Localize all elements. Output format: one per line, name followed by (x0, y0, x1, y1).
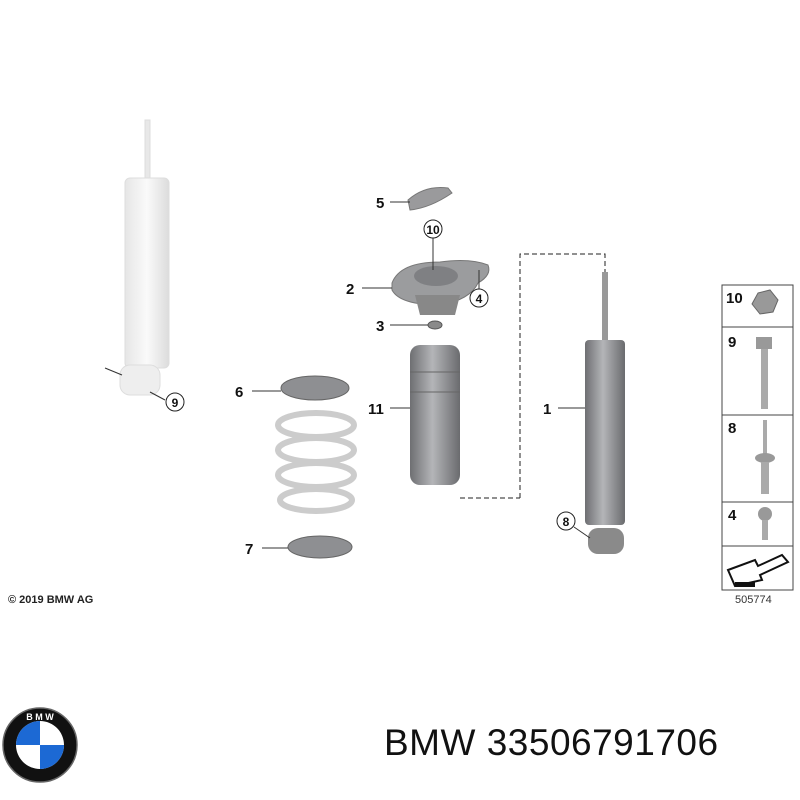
callout-3: 3 (376, 318, 384, 335)
callout-circle (165, 392, 185, 412)
shock-absorber-part (585, 272, 625, 554)
callout-1: 1 (543, 401, 551, 418)
svg-text:B M W: B M W (26, 712, 54, 722)
callout-5: 5 (376, 195, 384, 212)
parts-panel: 10 9 8 4 (721, 284, 794, 591)
copyright-text: © 2019 BMW AG (8, 594, 94, 606)
callout-circle (423, 219, 443, 239)
bump-stop-part (410, 345, 460, 485)
lower-spring-pad-part (287, 535, 353, 559)
callout-circle (556, 511, 576, 531)
dust-cap-part (407, 187, 453, 211)
panel-label-10: 10 (726, 290, 743, 307)
stud-bolt-icon (755, 420, 775, 494)
callout-9: 9 (172, 396, 179, 410)
callout-11: 11 (368, 401, 384, 418)
upper-spring-pad-part (280, 375, 350, 401)
callout-6: 6 (235, 384, 243, 401)
panel-label-4: 4 (728, 507, 737, 524)
short-bolt-icon (758, 507, 772, 540)
washer-part (427, 320, 443, 330)
part-number: 33506791706 (486, 722, 719, 763)
callout-circle (469, 288, 489, 308)
hex-bolt-icon (756, 337, 772, 409)
coil-spring-part (275, 410, 357, 514)
diagram-code: 505774 (735, 594, 772, 606)
panel-label-9: 9 (728, 334, 736, 351)
panel-label-8: 8 (728, 420, 736, 437)
flange-nut-icon (751, 289, 779, 315)
callout-8: 8 (563, 515, 570, 529)
ghost-shock-absorber (104, 119, 170, 401)
callout-10: 10 (426, 223, 440, 237)
part-number-caption: BMW 33506791706 (384, 722, 719, 764)
assembly-bracket (460, 253, 606, 499)
callout-7: 7 (245, 541, 253, 558)
callout-2: 2 (346, 281, 354, 298)
callout-4: 4 (476, 292, 483, 306)
leader-lines (252, 201, 591, 549)
bmw-roundel-logo: B M W (2, 707, 78, 783)
top-mount-part (391, 260, 490, 315)
brand-name: BMW (384, 722, 476, 763)
